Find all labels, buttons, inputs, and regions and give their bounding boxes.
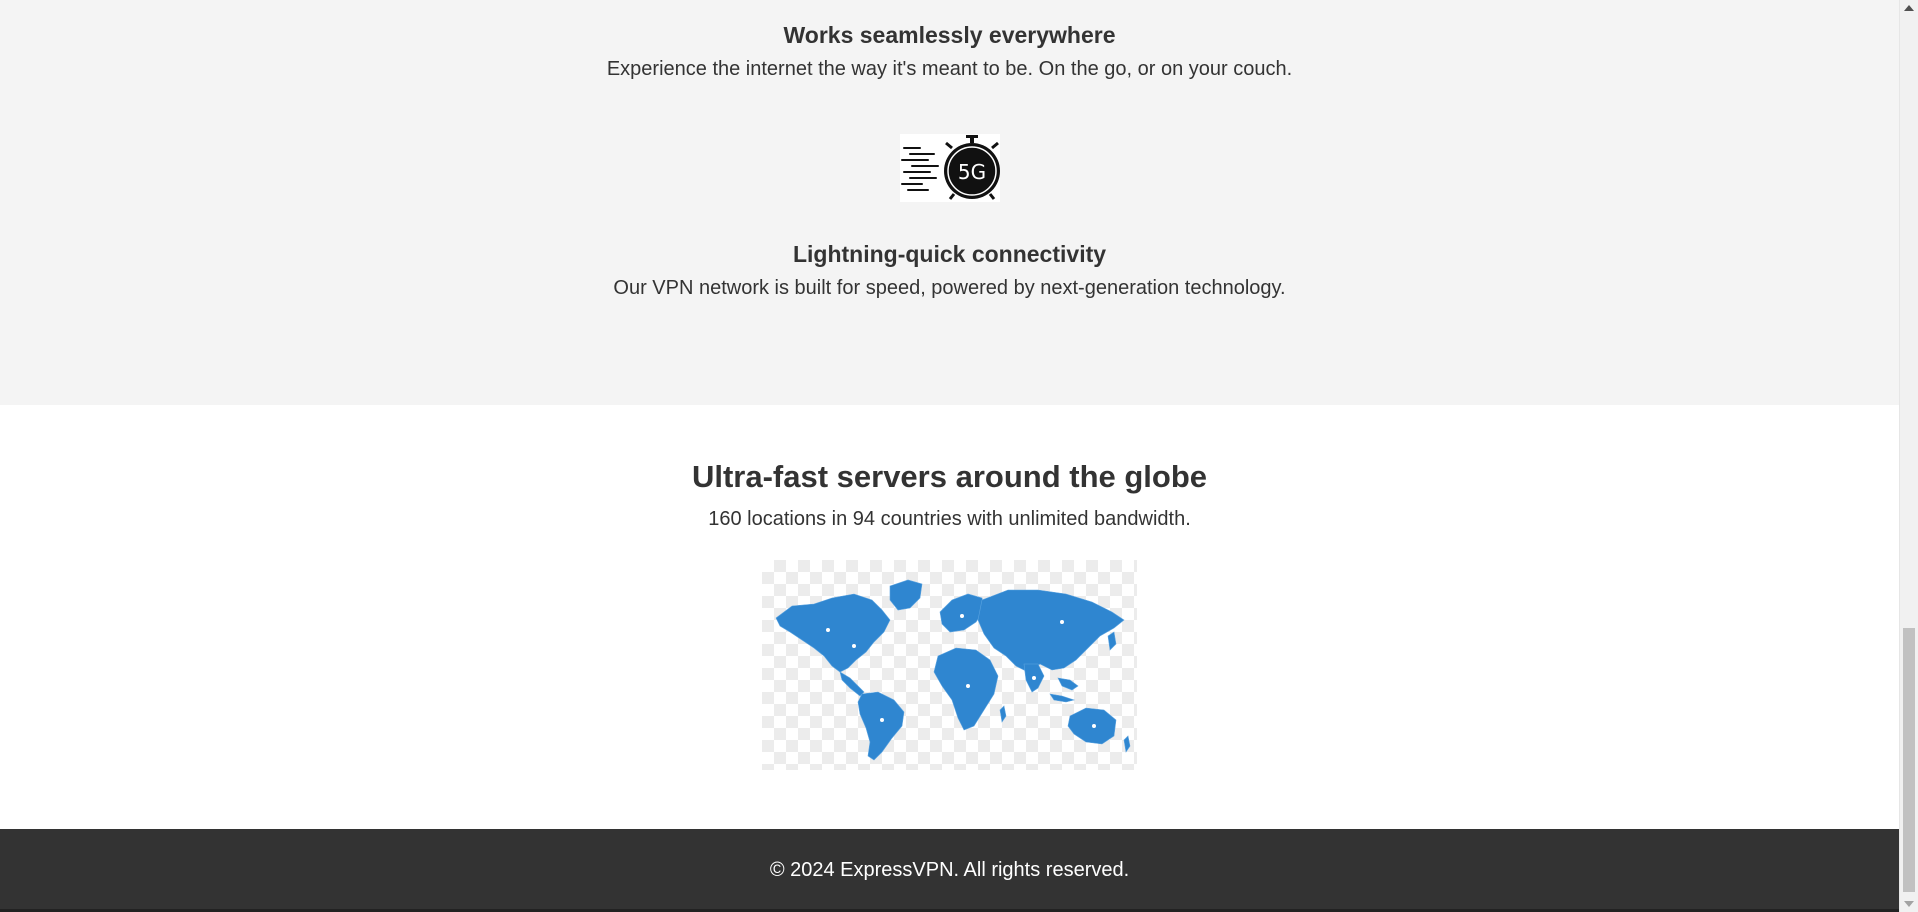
5g-label: 5G: [958, 160, 986, 184]
scrollbar-thumb[interactable]: [1903, 628, 1915, 892]
scroll-down-arrow-icon[interactable]: [1904, 901, 1914, 907]
vertical-scrollbar[interactable]: [1899, 0, 1918, 912]
servers-title: Ultra-fast servers around the globe: [691, 459, 1208, 494]
feature-title-connectivity: Lightning-quick connectivity: [792, 241, 1107, 267]
feature-desc-connectivity: Our VPN network is built for speed, powe…: [613, 277, 1286, 299]
features-section: Works seamlessly everywhere Experience t…: [0, 0, 1899, 405]
feature-desc-seamless: Experience the internet the way it's mea…: [606, 58, 1293, 80]
footer: © 2024 ExpressVPN. All rights reserved.: [0, 829, 1899, 912]
scroll-up-arrow-icon[interactable]: [1904, 5, 1914, 11]
5g-stopwatch-icon: 5G: [900, 134, 1000, 202]
servers-section: Ultra-fast servers around the globe 160 …: [0, 405, 1899, 829]
world-map-image: [762, 560, 1137, 770]
footer-copyright: © 2024 ExpressVPN. All rights reserved.: [769, 859, 1130, 881]
servers-description: 160 locations in 94 countries with unlim…: [708, 508, 1191, 530]
feature-title-seamless: Works seamlessly everywhere: [783, 22, 1116, 48]
